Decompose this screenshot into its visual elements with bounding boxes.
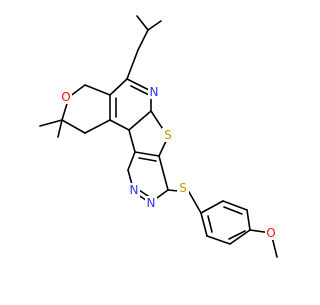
bond — [109, 119, 130, 131]
bond — [128, 129, 136, 153]
bond — [229, 229, 251, 245]
bond — [223, 206, 243, 215]
bond — [128, 110, 152, 131]
bond — [134, 151, 160, 157]
bond — [130, 85, 150, 96]
oxygen-atom-pyran: O — [60, 90, 72, 104]
bond — [109, 78, 128, 96]
bond — [126, 78, 152, 92]
bond — [84, 119, 111, 134]
bond — [57, 119, 63, 138]
sulfur-atom-thioether: S — [177, 181, 189, 195]
atom-label-n: N — [130, 183, 139, 197]
bond — [206, 235, 231, 245]
atom-label-s: S — [179, 181, 187, 195]
bond — [200, 200, 224, 214]
bond — [137, 29, 149, 51]
bonds — [39, 15, 278, 258]
atom-label-n: N — [147, 196, 156, 210]
atom-label-s: S — [164, 128, 172, 142]
bond — [84, 84, 111, 96]
atom-label-o: O — [61, 90, 70, 104]
bond — [246, 209, 251, 231]
bond — [61, 119, 86, 134]
structure-diagram: O N S N N S O — [39, 15, 278, 258]
bond — [126, 49, 139, 80]
bond — [147, 20, 162, 31]
bond — [138, 157, 157, 162]
bond — [200, 212, 208, 237]
bond — [127, 151, 136, 171]
atom-label-o: O — [266, 226, 275, 240]
bond — [228, 230, 246, 240]
bond — [158, 155, 169, 191]
bond — [39, 119, 63, 127]
atom-label-n: N — [150, 85, 159, 99]
nitrogen-atom-pyrimidine-2: N — [145, 196, 157, 210]
bond — [136, 15, 149, 31]
oxygen-atom-methoxy: O — [265, 226, 277, 240]
bond — [188, 191, 202, 214]
sulfur-atom-thiophene: S — [162, 128, 174, 142]
nitrogen-atom-pyrimidine-1: N — [128, 183, 140, 197]
bond — [222, 200, 248, 211]
molecule-canvas: O N S N N S O — [39, 15, 278, 258]
atoms: O N S N N S O — [60, 85, 277, 240]
nitrogen-atom-pyridine: N — [148, 85, 160, 99]
bond — [207, 215, 213, 233]
